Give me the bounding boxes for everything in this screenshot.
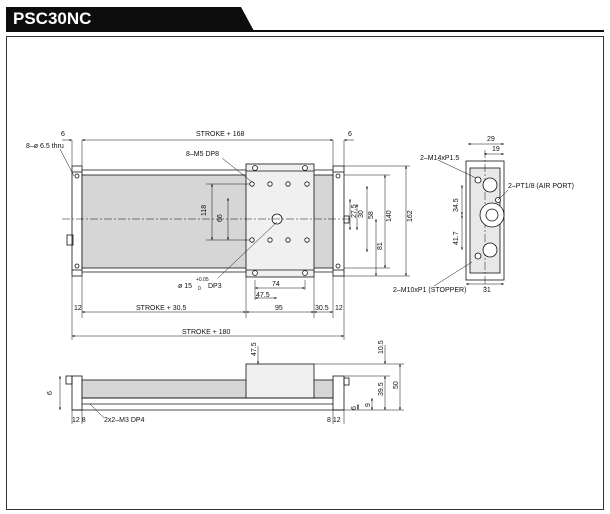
- side-dim-9: 9: [365, 403, 372, 407]
- side-view: [59, 345, 404, 424]
- dim-162: 162: [407, 210, 414, 222]
- side-carriage: [245, 363, 315, 399]
- right-end-plate: [332, 165, 345, 277]
- side-left-plate: [71, 375, 83, 411]
- dim-66: 66: [217, 214, 224, 222]
- page-title-tab: PSC30NC: [6, 7, 254, 31]
- dim-right-6: 6: [348, 131, 352, 138]
- side-dim-6b: 6: [351, 406, 358, 410]
- side-dim-6: 6: [47, 391, 54, 395]
- top-view-labels: 6 6 STROKE + 168 8–ø 6.5 thru 8–M5 DP8 1…: [26, 131, 414, 336]
- drawing-frame: [6, 36, 604, 510]
- port-note-m14: 2–M14xP1.5: [420, 155, 459, 162]
- dim-58: 58: [368, 211, 375, 219]
- dim-left-6: 6: [61, 131, 65, 138]
- side-dim-39-5: 39.5: [378, 382, 385, 396]
- dim-stroke-168: STROKE + 168: [196, 131, 245, 138]
- dim-74: 74: [272, 281, 280, 288]
- dim-19: 19: [492, 146, 500, 153]
- dim-41-7: 41.7: [453, 231, 460, 245]
- dim-140: 140: [386, 210, 393, 222]
- holes-note: 8–ø 6.5 thru: [26, 143, 64, 150]
- end-view-labels: 29 19 2–M14xP1.5 2–PT1/8 (AIR PORT) 34.5…: [393, 136, 574, 294]
- side-dim-8-12-right: 8 12: [327, 417, 341, 424]
- side-dim-47-5: 47.5: [251, 342, 258, 356]
- title-rule: [6, 30, 604, 32]
- dim-12-left: 12: [74, 305, 82, 312]
- bore-note-tol-top: +0.05: [196, 277, 209, 283]
- end-view: [433, 143, 509, 290]
- bore-note-dp: DP3: [208, 283, 222, 290]
- side-dim-50: 50: [393, 381, 400, 389]
- dim-stroke-180: STROKE + 180: [182, 329, 231, 336]
- dim-30-5: 30.5: [315, 305, 329, 312]
- port-bottom: [482, 242, 498, 258]
- side-view-labels: 47.5 10.5 6 39.5 50 9 6 12 8 2x2–M3 DP4 …: [47, 340, 400, 424]
- dim-stroke-30-5: STROKE + 30.5: [136, 305, 186, 312]
- dim-12-right: 12: [335, 305, 343, 312]
- dim-31: 31: [483, 287, 491, 294]
- stopper-note: 2–M10xP1 (STOPPER): [393, 287, 466, 294]
- dim-81: 81: [377, 242, 384, 250]
- side-right-plate: [332, 375, 345, 411]
- side-dim-12-8-left: 12 8: [72, 417, 86, 424]
- bore-note-tol-bottom: 0: [198, 286, 201, 292]
- bore-note-main: ø 15: [178, 283, 192, 290]
- dim-95: 95: [275, 305, 283, 312]
- side-tapped-note: 2x2–M3 DP4: [104, 417, 145, 424]
- side-dim-10-5: 10.5: [378, 340, 385, 354]
- dim-34-5: 34.5: [453, 198, 460, 212]
- dim-29: 29: [487, 136, 495, 143]
- dim-47-5: 47.5: [256, 292, 270, 299]
- dim-30: 30: [358, 210, 365, 218]
- tapped-note-top: 8–M5 DP8: [186, 151, 219, 158]
- top-view: [59, 139, 410, 340]
- dim-27-5: 27.5: [351, 204, 358, 218]
- left-end-plate: [71, 165, 83, 277]
- dim-118: 118: [201, 205, 208, 216]
- port-note-pt: 2–PT1/8 (AIR PORT): [508, 183, 574, 190]
- port-top: [482, 177, 498, 193]
- page-title: PSC30NC: [13, 9, 92, 28]
